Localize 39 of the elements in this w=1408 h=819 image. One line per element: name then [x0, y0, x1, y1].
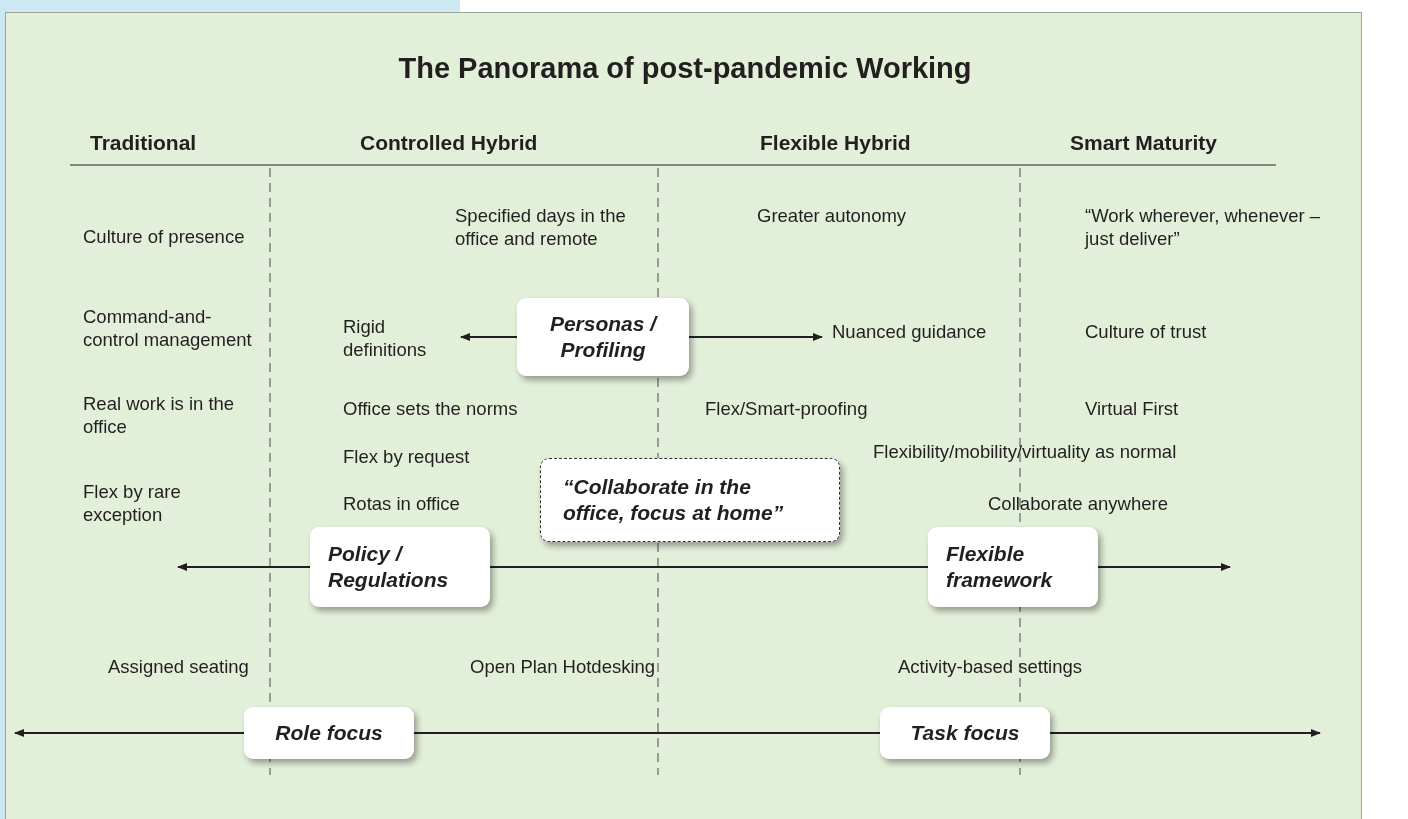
trait-text: Activity-based settings: [898, 655, 1083, 679]
trait-text: Culture of trust: [1085, 320, 1207, 344]
trait-text: Office sets the norms: [343, 397, 518, 421]
column-heading: Traditional: [90, 130, 197, 156]
trait-text: Flex/Smart-proofing: [705, 397, 868, 421]
trait-text: “Work wherever, whenever – just deliver”: [1085, 204, 1322, 251]
column-heading: Controlled Hybrid: [360, 130, 538, 156]
trait-text: Culture of presence: [83, 225, 245, 249]
label-box: Flexible framework: [928, 527, 1098, 607]
trait-text: Command-and-control management: [83, 305, 253, 352]
trait-text: Collaborate anywhere: [988, 492, 1168, 516]
trait-text: Flexibility/mobility/virtuality as normal: [873, 440, 1177, 464]
trait-text: Rotas in office: [343, 492, 460, 516]
label-box: Task focus: [880, 707, 1050, 759]
trait-text: Specified days in the office and remote: [455, 204, 627, 251]
arrow: [1049, 729, 1321, 737]
text-label: Rigid definitions: [343, 315, 453, 362]
label-box: Personas / Profiling: [517, 298, 689, 376]
arrow: [177, 563, 311, 571]
trait-text: Assigned seating: [108, 655, 249, 679]
title: The Panorama of post-pandemic Working: [397, 51, 973, 86]
column-heading: Flexible Hybrid: [760, 130, 911, 156]
label-box: Policy / Regulations: [310, 527, 490, 607]
arrow: [688, 333, 823, 341]
trait-text: Open Plan Hotdesking: [470, 655, 656, 679]
text-label: Nuanced guidance: [832, 320, 987, 344]
trait-text: Real work is in the office: [83, 392, 236, 439]
arrow: [1097, 563, 1231, 571]
arrow: [460, 333, 518, 341]
label-box: Role focus: [244, 707, 414, 759]
arrow: [14, 729, 245, 737]
column-heading: Smart Maturity: [1070, 130, 1218, 156]
trait-text: Flex by request: [343, 445, 470, 469]
connector-line: [489, 566, 929, 568]
trait-text: Greater autonomy: [757, 204, 907, 228]
trait-text: Virtual First: [1085, 397, 1179, 421]
trait-text: Flex by rare exception: [83, 480, 182, 527]
connector-line: [413, 732, 881, 734]
quote-callout-box: “Collaborate in the office, focus at home”: [540, 458, 840, 542]
